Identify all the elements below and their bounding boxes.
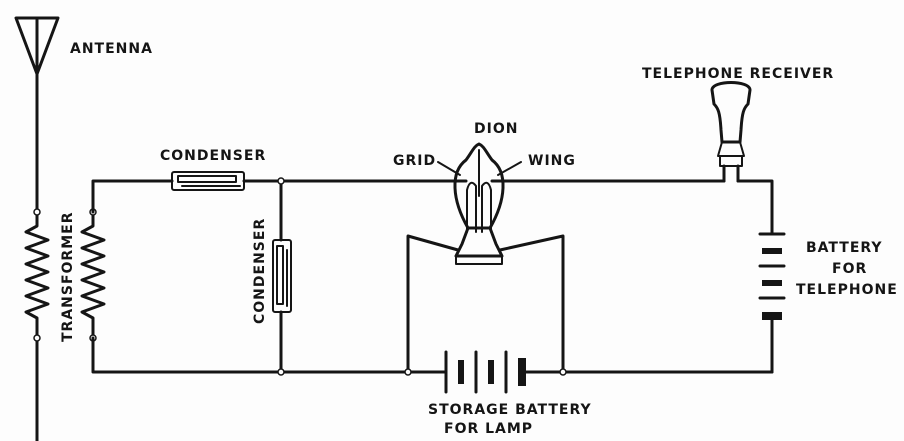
battery-label-line2: FOR [832,261,867,277]
storage-battery-label-line2: FOR LAMP [444,421,533,437]
condenser-horizontal [171,171,245,191]
condenser-vertical [272,239,292,313]
dion-tube [437,142,522,265]
dion-label: DION [474,121,518,137]
telephone-receiver-label: TELEPHONE RECEIVER [642,66,834,82]
telephone-receiver-icon [710,81,752,183]
transformer-label: TRANSFORMER [60,212,76,343]
antenna-symbol [14,16,60,76]
battery-label-line3: TELEPHONE [796,282,898,298]
grid-label: GRID [393,153,436,169]
telephone-battery [758,232,786,320]
antenna-label: ANTENNA [70,41,153,57]
condenser-vertical-label: CONDENSER [252,218,268,324]
condenser-top-label: CONDENSER [160,148,266,164]
battery-label-line1: BATTERY [806,240,883,256]
wing-label: WING [528,153,576,169]
transformer-primary [24,72,50,441]
storage-battery [444,350,530,394]
circuit-wires [91,177,774,376]
transformer-secondary [80,208,106,342]
storage-battery-label-line1: STORAGE BATTERY [428,402,592,418]
